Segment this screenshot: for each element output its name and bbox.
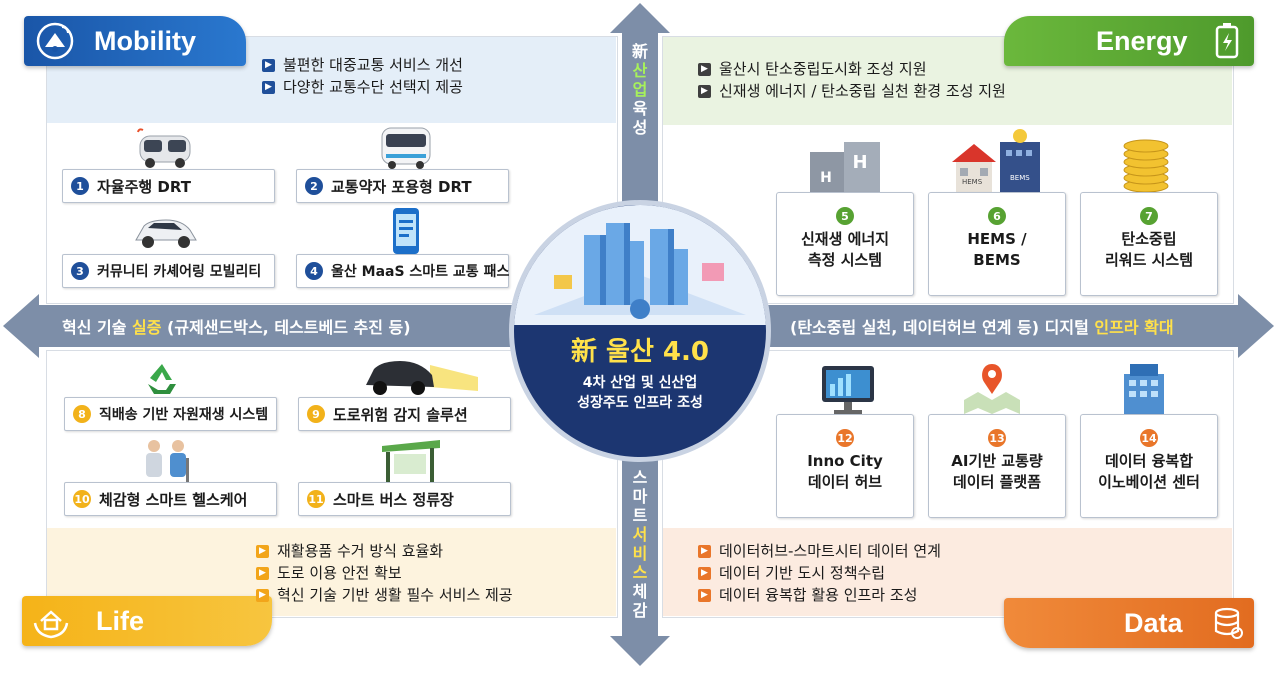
item-number: 3 [71, 262, 89, 280]
carsharing-car-icon [130, 212, 200, 258]
svg-text:H: H [820, 170, 832, 186]
mobility-icon [30, 16, 80, 66]
list-item: ▶데이터허브-스마트시티 데이터 연계 [698, 540, 941, 562]
list-item: ▶재활용품 수거 방식 효율화 [256, 540, 513, 562]
item-number: 2 [305, 177, 323, 195]
bems-tag: BEMS [1010, 174, 1030, 182]
arrow-head-up [610, 3, 670, 33]
list-item: ▶데이터 기반 도시 정책수립 [698, 562, 941, 584]
item-number: 6 [988, 207, 1006, 225]
data-bullets: ▶데이터허브-스마트시티 데이터 연계 ▶데이터 기반 도시 정책수립 ▶데이터… [698, 540, 941, 606]
energy-tab: Energy [1004, 16, 1254, 66]
item-number: 7 [1140, 207, 1158, 225]
item-number: 14 [1140, 429, 1158, 447]
bullet-arrow-icon: ▶ [698, 62, 711, 76]
item-number: 4 [305, 262, 323, 280]
arrow-head-left [3, 294, 39, 358]
innovation-center-building-icon [1118, 360, 1170, 422]
item-number: 12 [836, 429, 854, 447]
bullet-arrow-icon: ▶ [698, 544, 711, 558]
top-axis-label: 新 산 업 육 성 [631, 42, 648, 137]
list-item: ▶다양한 교통수단 선택지 제공 [262, 76, 463, 98]
left-axis-label: 혁신 기술 실증 (규제샌드박스, 테스트베드 추진 등) [62, 318, 411, 337]
list-item: ▶울산시 탄소중립도시화 조성 지원 [698, 58, 1006, 80]
smart-city-illustration-icon [514, 205, 766, 325]
item-number: 10 [73, 490, 91, 508]
svg-text:H: H [852, 152, 867, 173]
autonomous-shuttle-icon [132, 124, 198, 174]
accessible-shuttle-icon [378, 124, 434, 176]
bottom-axis-label: 스 마 트 서 비 스 체 감 [632, 468, 648, 620]
item-number: 5 [836, 207, 854, 225]
home-hands-icon [26, 596, 76, 646]
list-item: ▶신재생 에너지 / 탄소중립 실천 환경 조성 지원 [698, 80, 1006, 102]
right-axis-label: (탄소중립 실천, 데이터허브 연계 등) 디지털 인프라 확대 [790, 318, 1174, 337]
hems-bems-building-icon: HEMS BEMS [950, 128, 1046, 198]
center-subtitle: 4차 산업 및 신산업 성장주도 인프라 조성 [577, 375, 703, 411]
bullet-arrow-icon: ▶ [262, 80, 275, 94]
list-item: ▶불편한 대중교통 서비스 개선 [262, 54, 463, 76]
battery-icon [1202, 16, 1252, 66]
energy-bullets: ▶울산시 탄소중립도시화 조성 지원 ▶신재생 에너지 / 탄소중립 실천 환경… [698, 58, 1006, 102]
list-item: ▶데이터 융복합 활용 인프라 조성 [698, 584, 941, 606]
center-title: 新 울산 4.0 [570, 337, 709, 367]
bullet-arrow-icon: ▶ [698, 566, 711, 580]
data-tab: Data [1004, 598, 1254, 648]
mobility-bullets: ▶불편한 대중교통 서비스 개선 ▶다양한 교통수단 선택지 제공 [262, 54, 463, 98]
hems-tag: HEMS [962, 178, 983, 186]
bus-stop-icon [380, 438, 442, 488]
item-number: 8 [73, 405, 91, 423]
center-circle: 新 울산 4.0 4차 산업 및 신산업 성장주도 인프라 조성 [509, 200, 771, 462]
data-hub-monitor-icon [818, 362, 878, 420]
recycle-icon [142, 362, 182, 402]
arrow-head-down [610, 636, 670, 666]
healthcare-people-icon [136, 438, 196, 488]
life-title: Life [96, 605, 145, 636]
list-item: ▶혁신 기술 기반 생활 필수 서비스 제공 [256, 584, 513, 606]
bullet-arrow-icon: ▶ [256, 588, 269, 602]
maas-pass-phone-icon [390, 206, 422, 260]
list-item: ▶도로 이용 안전 확보 [256, 562, 513, 584]
data-title: Data [1124, 607, 1183, 638]
bullet-arrow-icon: ▶ [262, 58, 275, 72]
database-icon [1202, 598, 1252, 648]
energy-item-6[interactable]: 6 HEMS /BEMS [928, 192, 1066, 296]
item-number: 13 [988, 429, 1006, 447]
coin-stack-icon [1116, 134, 1176, 198]
item-number: 11 [307, 490, 325, 508]
bullet-arrow-icon: ▶ [698, 84, 711, 98]
item-number: 9 [307, 405, 325, 423]
energy-title: Energy [1096, 25, 1188, 56]
map-pin-icon [960, 360, 1024, 420]
road-hazard-car-icon [360, 355, 480, 403]
bullet-arrow-icon: ▶ [256, 566, 269, 580]
mobility-title: Mobility [94, 25, 196, 56]
mobility-tab: Mobility [24, 16, 246, 66]
item-number: 1 [71, 177, 89, 195]
life-tab: Life [22, 596, 272, 646]
life-bullets: ▶재활용품 수거 방식 효율화 ▶도로 이용 안전 확보 ▶혁신 기술 기반 생… [256, 540, 513, 606]
bullet-arrow-icon: ▶ [256, 544, 269, 558]
bullet-arrow-icon: ▶ [698, 588, 711, 602]
arrow-head-right [1238, 294, 1274, 358]
